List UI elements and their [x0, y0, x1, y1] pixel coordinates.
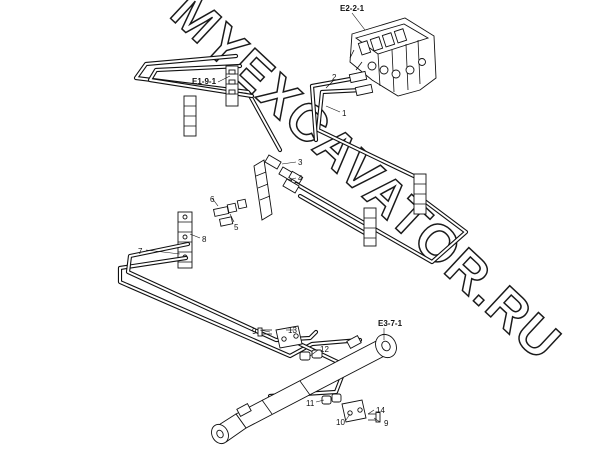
bracket-upper-left: [225, 65, 239, 107]
bracket-left-manifold: [177, 211, 193, 269]
lower-pipe-loop-b: [125, 241, 319, 343]
callout-9-upper: 9: [252, 327, 257, 336]
right-crossing-pipe-b: [297, 193, 373, 239]
center-fittings: [264, 154, 304, 194]
pipe-2: [309, 75, 359, 143]
pipe-clip-12: [299, 349, 323, 361]
callout-10: 10: [336, 418, 345, 427]
ref-cylinder-end: E3-7-1: [378, 319, 403, 328]
lower-pipe-loop: [117, 255, 363, 359]
pipe-1: [315, 87, 421, 181]
upper-long-pipe-b: [147, 63, 255, 99]
clamp-lower: [341, 399, 367, 423]
callout-8: 8: [202, 235, 207, 244]
callout-3: 3: [298, 158, 303, 167]
pipe-fittings-valve: [348, 70, 374, 97]
callout-1: 1: [342, 109, 347, 118]
leader-valve-block: [351, 12, 366, 31]
pipe-clip-11: [321, 393, 342, 405]
ref-valve-block: E2-2-1: [340, 4, 365, 13]
clamp-upper: [275, 325, 303, 349]
leader-upper-bracket: [217, 75, 231, 83]
callout-13: 13: [288, 326, 297, 335]
callout-leaders: [145, 79, 381, 423]
bracket-right-upper: [413, 173, 427, 215]
callout-6: 6: [210, 195, 215, 204]
callout-7: 7: [138, 247, 143, 256]
callout-14: 14: [376, 406, 385, 415]
callout-9-lower: 9: [384, 419, 389, 428]
control-valve-block: [349, 17, 437, 97]
bracket-right-lower: [363, 207, 377, 247]
ref-upper-bracket: E1-9-1: [192, 77, 217, 86]
hydraulic-cylinder: [211, 333, 397, 445]
callout-12: 12: [320, 345, 329, 354]
upper-long-pipe: [133, 53, 283, 153]
bolts-14-9: [368, 411, 381, 423]
center-mount-bracket: [253, 159, 273, 221]
bracket-left-tall: [183, 95, 197, 137]
callout-4: 4: [298, 174, 303, 183]
callout-2: 2: [332, 73, 337, 82]
bolts-9-13: [257, 327, 272, 337]
callout-11: 11: [306, 399, 315, 408]
callout-5: 5: [234, 223, 239, 232]
fittings-6-row: [212, 198, 248, 227]
